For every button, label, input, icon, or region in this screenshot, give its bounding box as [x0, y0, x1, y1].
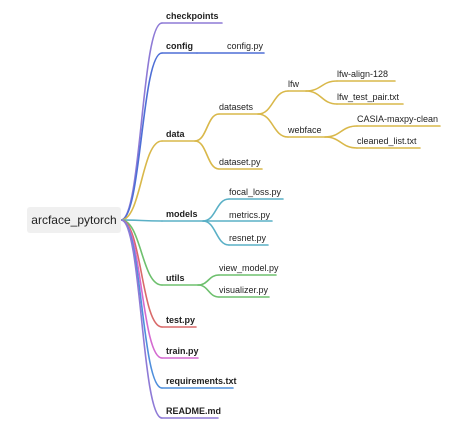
edge-lfw-align	[305, 80, 338, 92]
node-test-py[interactable]: test.py	[166, 315, 196, 325]
edge-casia	[324, 125, 358, 138]
node-train-py[interactable]: train.py	[166, 346, 199, 356]
node-config[interactable]: config	[166, 41, 193, 51]
edge-cleaned	[324, 136, 358, 149]
edge-lfw-pair	[305, 90, 338, 105]
node-datasets[interactable]: datasets	[219, 102, 254, 112]
edge-data	[120, 140, 163, 221]
node-lfw-pair[interactable]: lfw_test_pair.txt	[337, 92, 400, 102]
edge-config	[120, 52, 163, 221]
edge-lfw	[257, 90, 289, 115]
node-webface[interactable]: webface	[288, 125, 322, 135]
node-visualizer[interactable]: visualizer.py	[219, 285, 269, 295]
node-requirements[interactable]: requirements.txt	[166, 376, 237, 386]
edge-train	[120, 219, 163, 359]
edge-webface	[257, 113, 289, 138]
edge-visualizer	[197, 284, 220, 298]
edge-datasets	[194, 113, 220, 142]
node-lfw-align[interactable]: lfw-align-128	[337, 69, 389, 79]
edge-resnet	[202, 220, 230, 246]
node-config-py[interactable]: config.py	[227, 41, 264, 51]
node-cleaned[interactable]: cleaned_list.txt	[357, 136, 417, 146]
node-utils[interactable]: utils	[166, 273, 185, 283]
node-resnet[interactable]: resnet.py	[229, 233, 267, 243]
node-dataset-py[interactable]: dataset.py	[219, 157, 261, 167]
edge-test	[120, 219, 163, 328]
edge-dataset-py	[194, 140, 220, 170]
edge-focal-loss	[202, 198, 230, 222]
edge-checkpoints	[120, 22, 163, 221]
node-data[interactable]: data	[166, 129, 185, 139]
node-checkpoints[interactable]: checkpoints	[166, 11, 219, 21]
node-models[interactable]: models	[166, 209, 198, 219]
node-metrics[interactable]: metrics.py	[229, 210, 271, 220]
node-focal-loss[interactable]: focal_loss.py	[229, 187, 282, 197]
node-readme[interactable]: README.md	[166, 406, 222, 416]
edge-models	[120, 219, 163, 222]
node-lfw[interactable]: lfw	[288, 79, 299, 89]
edge-requirements	[120, 219, 163, 389]
edge-readme	[120, 219, 163, 419]
node-casia[interactable]: CASIA-maxpy-clean	[357, 114, 439, 124]
edge-view-model	[197, 274, 220, 286]
root-node[interactable]: arcface_pytorch	[27, 207, 121, 233]
node-view-model[interactable]: view_model.py	[219, 263, 279, 273]
